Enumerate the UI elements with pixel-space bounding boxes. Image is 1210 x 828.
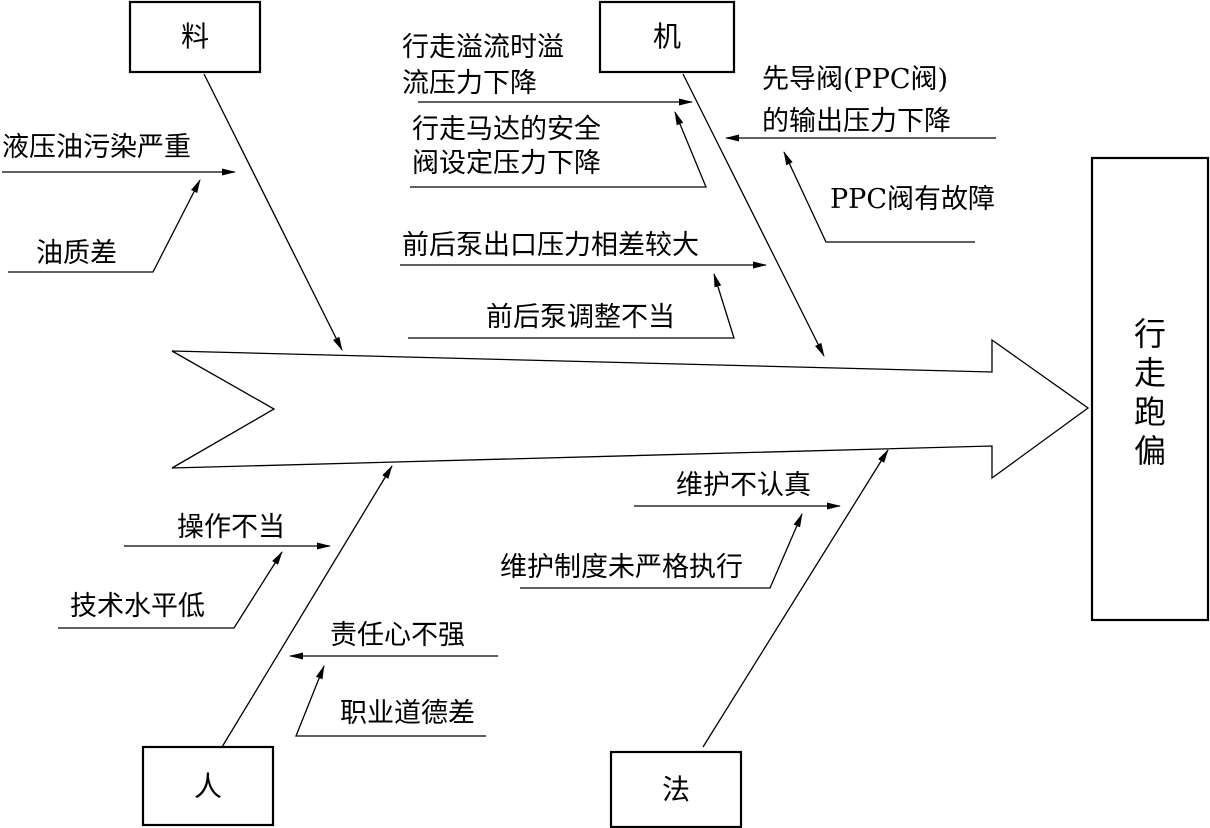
category-box-material: [128, 0, 262, 74]
cause-arrow-low-skill: [58, 551, 283, 629]
category-box-man: [141, 745, 275, 827]
cause-ppc-output-line1: 先导阀(PPC阀): [762, 64, 948, 95]
cause-ppc-fault: PPC阀有故障: [830, 184, 995, 215]
cause-poor-ethics: 职业道德差: [340, 698, 475, 729]
category-box-method: [609, 750, 743, 828]
cause-overflow-line1: 行走溢流时溢: [402, 32, 564, 63]
category-label-method: 法: [662, 773, 690, 806]
bone-machine: [682, 73, 825, 357]
cause-oil-pollution: 液压油污染严重: [2, 132, 191, 163]
cause-weak-responsibility: 责任心不强: [330, 620, 465, 651]
category-box-machine: [598, 0, 736, 74]
bone-method: [702, 449, 889, 748]
spine-arrow: [171, 338, 1090, 480]
cause-motor-valve-line2: 阀设定压力下降: [412, 148, 601, 179]
cause-pump-adjust: 前后泵调整不当: [486, 302, 675, 333]
effect-label: 行 走 跑 偏: [1134, 315, 1166, 470]
effect-char: 跑: [1134, 393, 1166, 431]
cause-pump-pressure-diff: 前后泵出口压力相差较大: [402, 230, 699, 261]
cause-maintenance-rules: 维护制度未严格执行: [500, 552, 743, 583]
cause-overflow-line2: 流压力下降: [402, 68, 537, 99]
effect-char: 行: [1134, 315, 1166, 353]
cause-careless-maintenance: 维护不认真: [676, 470, 811, 501]
effect-char: 偏: [1134, 432, 1166, 470]
bone-material: [203, 73, 343, 351]
effect-box: [1090, 156, 1210, 622]
category-label-man: 人: [194, 770, 222, 803]
cause-arrow-motor-valve: [410, 111, 707, 188]
category-label-material: 料: [181, 20, 209, 53]
bone-man: [221, 465, 393, 748]
cause-arrow-pump-adjust: [408, 273, 735, 339]
cause-arrow-poor-ethics: [295, 665, 486, 737]
cause-ppc-output-line2: 的输出压力下降: [762, 106, 951, 137]
cause-motor-valve-line1: 行走马达的安全: [412, 114, 601, 145]
cause-arrow-oil-quality: [8, 179, 201, 273]
cause-low-skill: 技术水平低: [70, 591, 205, 622]
cause-oil-quality: 油质差: [36, 238, 117, 269]
cause-improper-operation: 操作不当: [177, 512, 285, 543]
cause-arrow-maintenance-rules: [520, 513, 803, 589]
effect-char: 走: [1134, 354, 1166, 392]
category-label-machine: 机: [653, 20, 681, 53]
cause-arrow-ppc-fault: [783, 151, 975, 243]
